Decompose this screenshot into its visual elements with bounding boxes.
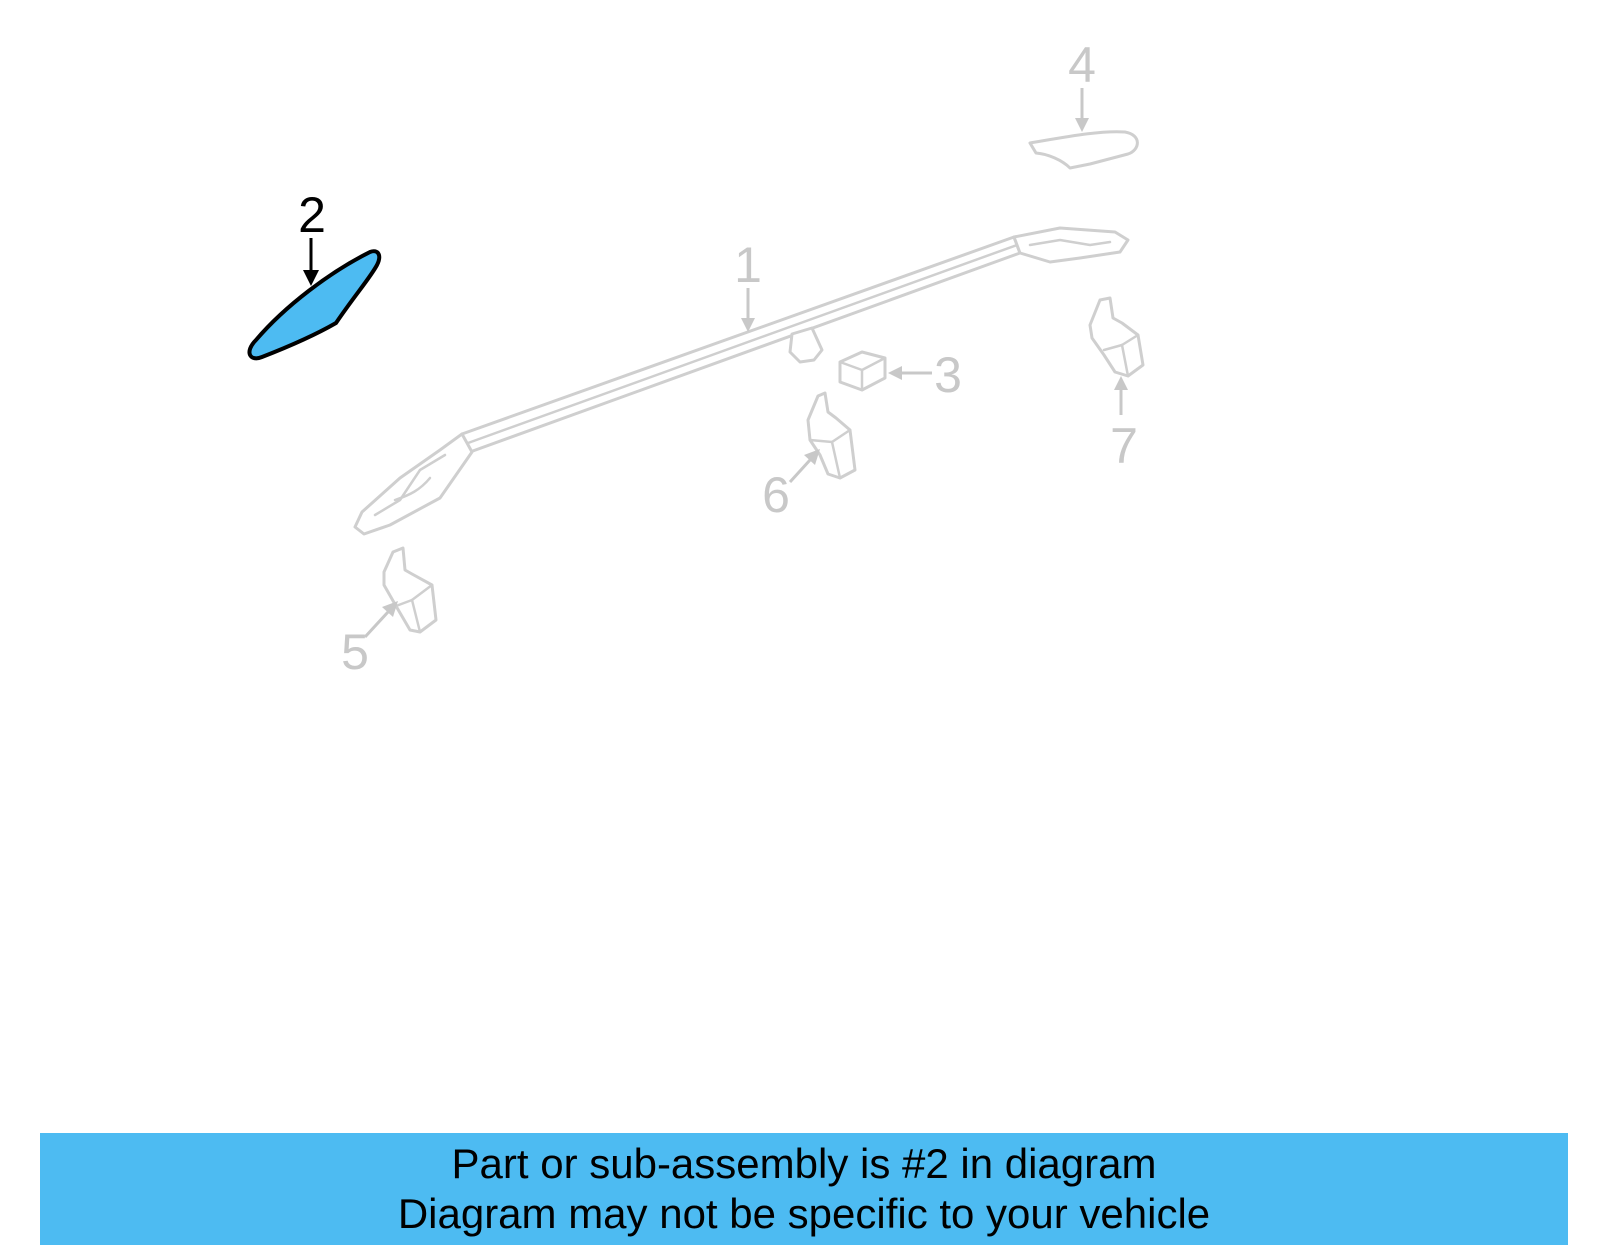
leader-1 <box>741 288 755 332</box>
part-5-bracket[interactable] <box>382 546 438 634</box>
leader-4 <box>1075 88 1089 132</box>
info-banner: Part or sub-assembly is #2 in diagram Di… <box>40 1133 1568 1245</box>
part-1-roof-rail[interactable] <box>353 226 1130 536</box>
callout-5: 5 <box>341 624 369 680</box>
part-2-highlighted[interactable] <box>247 249 382 361</box>
banner-line-1: Part or sub-assembly is #2 in diagram <box>451 1140 1157 1187</box>
leader-7 <box>1114 376 1128 415</box>
callout-1: 1 <box>734 237 762 293</box>
callout-4: 4 <box>1068 37 1096 93</box>
leader-3 <box>888 366 932 380</box>
part-7-bracket[interactable] <box>1088 296 1145 378</box>
part-4-end-cap[interactable] <box>1028 130 1139 170</box>
leader-6 <box>788 449 820 484</box>
part-6-bracket[interactable] <box>806 391 857 480</box>
leader-5 <box>363 601 398 639</box>
callout-7: 7 <box>1110 418 1138 474</box>
banner-line-2: Diagram may not be specific to your vehi… <box>397 1190 1211 1237</box>
callout-3: 3 <box>934 347 962 403</box>
callout-6: 6 <box>762 467 790 523</box>
part-3-clip[interactable] <box>838 350 887 392</box>
leader-2 <box>303 238 319 286</box>
callout-2: 2 <box>298 187 326 243</box>
